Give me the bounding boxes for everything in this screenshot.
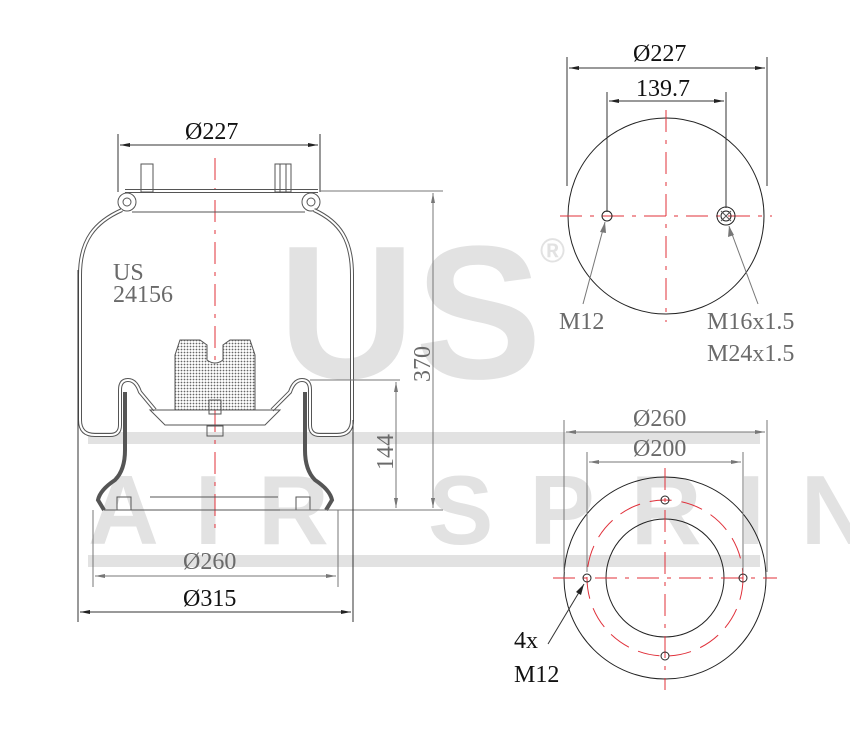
watermark-registered: ® <box>540 232 565 270</box>
bolt-circle-diameter: Ø200 <box>633 436 686 462</box>
part-number-label: 24156 <box>113 282 173 308</box>
top-plate-diameter: Ø227 <box>633 41 686 67</box>
bottom-plate-view: Ø260 Ø200 4x M12 <box>514 406 777 690</box>
crimp-right <box>301 192 321 212</box>
piston-stud-left <box>116 496 132 511</box>
bolt-hole-left <box>582 573 592 583</box>
watermark-logo: US <box>278 207 542 419</box>
bolt-hole-right <box>738 573 748 583</box>
bumper-plate <box>148 409 282 426</box>
bolt-thread-label: M12 <box>514 662 559 688</box>
crimp-left <box>117 192 137 212</box>
brand-label: US <box>113 260 144 286</box>
port-label-m24: M24x1.5 <box>707 341 794 367</box>
piston-nut <box>206 425 224 437</box>
piston-left <box>95 392 127 512</box>
top-stud-left <box>140 163 154 193</box>
m12-label: M12 <box>559 309 604 335</box>
bolt-hole-bottom <box>660 651 670 661</box>
piston-right <box>303 392 335 512</box>
side-height-total: 370 <box>410 346 436 382</box>
side-height-piston: 144 <box>373 434 399 470</box>
side-view: US 24156 Ø227 370 144 Ø260 <box>77 119 443 622</box>
top-plate-view: Ø227 139.7 M12 M16x1.5 M24x1.5 <box>559 41 794 367</box>
port-label-m16: M16x1.5 <box>707 309 794 335</box>
side-top-diameter: Ø227 <box>185 119 238 145</box>
watermark-bar-top <box>88 432 760 444</box>
bellows-left <box>78 208 157 437</box>
bolt-qty-label: 4x <box>514 628 538 654</box>
stud-spacing: 139.7 <box>636 76 690 102</box>
watermark: US ® AIR SPRING <box>88 207 850 567</box>
bumper <box>174 339 256 411</box>
bottom-outer-diameter: Ø260 <box>633 406 686 432</box>
side-bottom-diameter: Ø260 <box>183 549 236 575</box>
watermark-bar-bottom <box>88 555 760 567</box>
bumper-bolt <box>208 399 222 415</box>
top-port-right <box>274 163 292 193</box>
side-max-diameter: Ø315 <box>183 586 236 612</box>
bolt-hole-top <box>660 495 670 505</box>
